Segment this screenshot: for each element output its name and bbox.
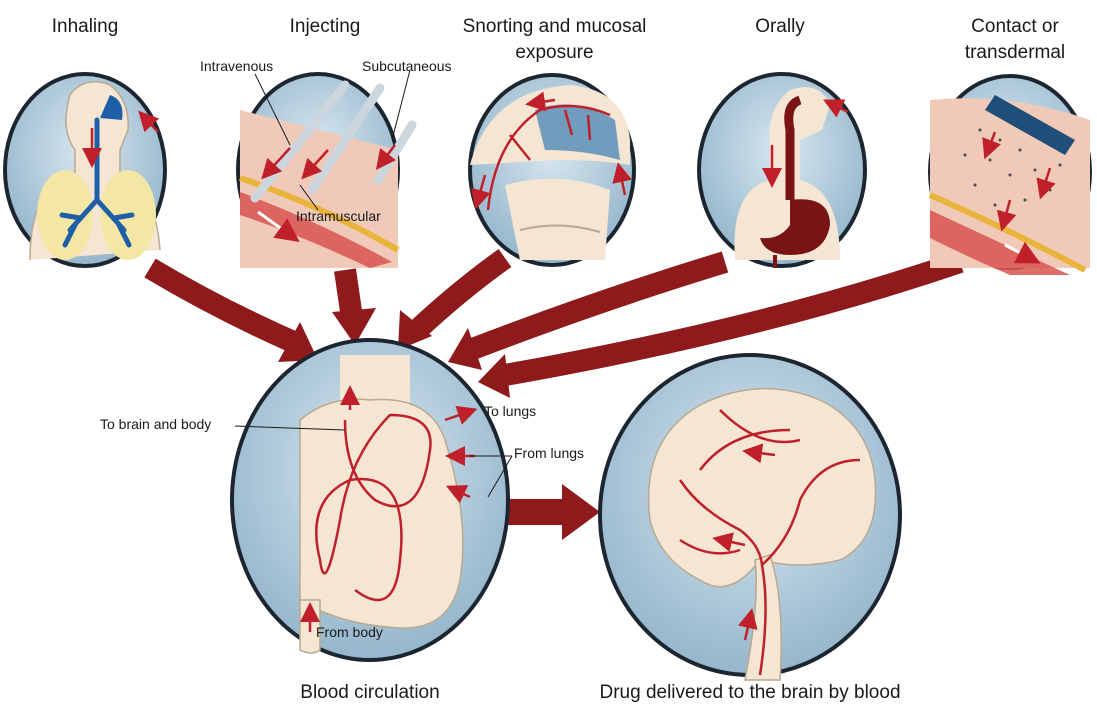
route-label-injecting: Injecting	[275, 16, 375, 39]
heart-icon	[300, 399, 463, 628]
route-label-snorting-line2: exposure	[452, 42, 657, 65]
route-label-inhaling: Inhaling	[40, 16, 130, 39]
caption-blood-circulation: Blood circulation	[270, 682, 470, 705]
route-label-contact-line1: Contact or	[945, 16, 1085, 39]
injecting-illustration	[238, 70, 412, 268]
flow-arrow-inhaling	[150, 268, 300, 345]
brain-illustration	[600, 355, 900, 680]
route-label-snorting-line1: Snorting and mucosal	[452, 16, 657, 39]
route-label-contact-line2: transdermal	[945, 42, 1085, 65]
heart-illustration	[232, 340, 512, 660]
flow-arrow-snorting	[415, 258, 505, 332]
caption-brain-delivery: Drug delivered to the brain by blood	[580, 682, 920, 705]
label-from-body: From body	[316, 624, 383, 641]
label-to-brain-and-body: To brain and body	[100, 416, 211, 433]
transdermal-illustration	[930, 76, 1090, 275]
label-intramuscular: Intramuscular	[296, 208, 381, 225]
snorting-illustration	[470, 75, 634, 265]
route-label-orally: Orally	[735, 16, 825, 39]
label-intravenous: Intravenous	[200, 58, 273, 75]
oral-illustration	[699, 74, 865, 268]
label-to-lungs: To lungs	[484, 403, 536, 420]
inhaling-illustration	[5, 74, 165, 266]
label-from-lungs: From lungs	[514, 445, 584, 462]
label-subcutaneous: Subcutaneous	[362, 58, 452, 75]
